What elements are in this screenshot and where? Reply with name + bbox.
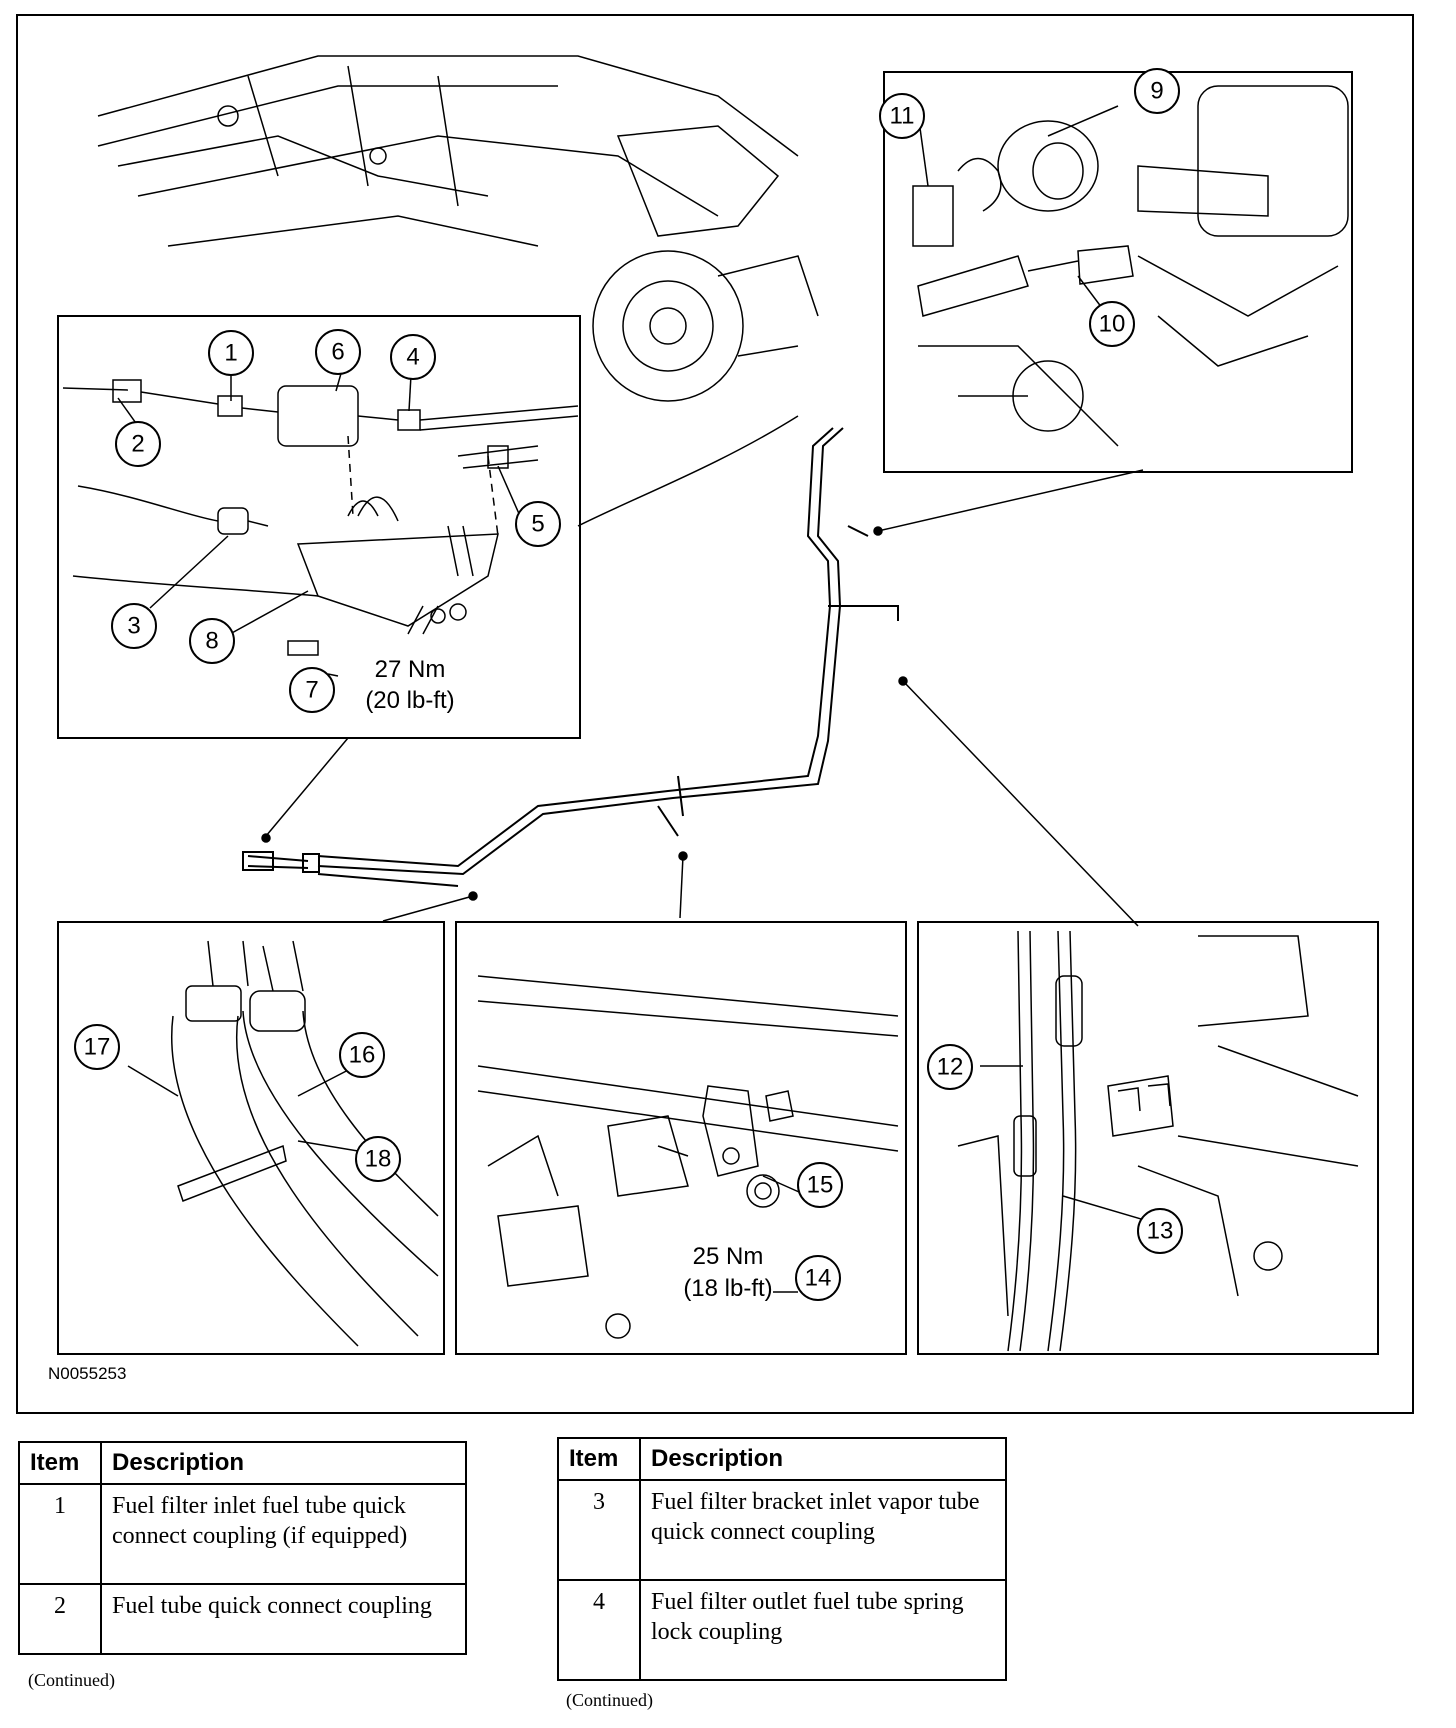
callout-circle-7 [289, 667, 335, 713]
legend-item-number: 3 [557, 1479, 641, 1581]
tube-routing-detail [957, 930, 1359, 1352]
callout-2: 2 [131, 431, 144, 458]
fuel-tube-assembly [242, 427, 899, 887]
legend-row: 3 Fuel filter bracket inlet vapor tube q… [557, 1479, 1007, 1581]
callout-circles [74, 68, 1183, 1301]
legend-item-number: 1 [18, 1483, 102, 1585]
legend-item-description: Fuel filter outlet fuel tube spring lock… [639, 1579, 1007, 1681]
torque-clip-bolt-nm: 25 Nm [693, 1243, 764, 1270]
legend-row: 4 Fuel filter outlet fuel tube spring lo… [557, 1579, 1007, 1681]
continued-note-right: (Continued) [566, 1690, 653, 1710]
torque-filter-bracket-lbft: (20 lb-ft) [365, 687, 454, 714]
callout-circle-14 [795, 1255, 841, 1301]
leader-lines [261, 469, 1144, 927]
torque-clip-bolt-lbft: (18 lb-ft) [683, 1275, 772, 1302]
legend-table-right: Item Description 3 Fuel filter bracket i… [557, 1437, 1007, 1681]
tube-connection-detail [171, 940, 439, 1347]
fuel-filter-detail [62, 379, 579, 656]
fuel-system-diagram: 1 2 3 4 5 6 7 8 9 10 11 12 13 14 15 16 1… [57, 55, 1379, 1355]
callout-circle-18 [355, 1136, 401, 1182]
callout-14: 14 [805, 1265, 832, 1292]
callout-5: 5 [531, 511, 544, 538]
callout-9: 9 [1150, 78, 1163, 105]
callout-circle-3 [111, 603, 157, 649]
callout-3: 3 [127, 613, 140, 640]
detail-box-coupling [883, 71, 1353, 473]
legend-header-description: Description [639, 1437, 1007, 1481]
callout-12: 12 [937, 1054, 964, 1081]
clip-bolt-detail [477, 975, 899, 1339]
callout-15: 15 [807, 1172, 834, 1199]
service-figure: 1 2 3 4 5 6 7 8 9 10 11 12 13 14 15 16 1… [16, 14, 1414, 1414]
callout-circle-8 [189, 618, 235, 664]
callout-6: 6 [331, 339, 344, 366]
callout-16: 16 [349, 1042, 376, 1069]
legend-item-number: 4 [557, 1579, 641, 1681]
legend-row: 1 Fuel filter inlet fuel tube quick conn… [18, 1483, 467, 1585]
detail-box-tube-routing [917, 921, 1379, 1355]
continued-note-left: (Continued) [28, 1670, 115, 1690]
legend-row: 2 Fuel tube quick connect coupling [18, 1583, 467, 1655]
legend-table-left: Item Description 1 Fuel filter inlet fue… [18, 1441, 467, 1655]
legend-header-row: Item Description [18, 1441, 467, 1485]
legend-header-item: Item [557, 1437, 641, 1481]
callout-circle-6 [315, 329, 361, 375]
callout-17: 17 [84, 1034, 111, 1061]
figure-id: N0055253 [48, 1364, 127, 1383]
callout-circle-15 [797, 1162, 843, 1208]
callout-circle-2 [115, 421, 161, 467]
callout-11: 11 [890, 103, 915, 130]
coupling-detail [912, 85, 1349, 447]
callout-18: 18 [365, 1146, 392, 1173]
detail-box-clip-bolt [455, 921, 907, 1355]
callout-circle-17 [74, 1024, 120, 1070]
legend-header-description: Description [100, 1441, 467, 1485]
callout-circle-10 [1089, 301, 1135, 347]
legend-header-row: Item Description [557, 1437, 1007, 1481]
legend-item-number: 2 [18, 1583, 102, 1655]
callout-10: 10 [1099, 311, 1126, 338]
legend-item-description: Fuel tube quick connect coupling [100, 1583, 467, 1655]
callout-13: 13 [1147, 1218, 1174, 1245]
callout-circle-1 [208, 330, 254, 376]
detail-box-fuel-filter [57, 315, 581, 739]
callout-7: 7 [305, 677, 318, 704]
callout-circle-16 [339, 1032, 385, 1078]
callout-1: 1 [224, 340, 237, 367]
legend-header-item: Item [18, 1441, 102, 1485]
callout-8: 8 [205, 628, 218, 655]
legend-item-description: Fuel filter bracket inlet vapor tube qui… [639, 1479, 1007, 1581]
callout-circle-11 [879, 93, 925, 139]
callout-circle-9 [1134, 68, 1180, 114]
callout-circle-5 [515, 501, 561, 547]
fuel-filter-body [277, 385, 359, 447]
callout-circle-13 [1137, 1208, 1183, 1254]
underbody-illustration [97, 55, 819, 527]
callout-circle-4 [390, 334, 436, 380]
callout-circle-12 [927, 1044, 973, 1090]
torque-filter-bracket-nm: 27 Nm [375, 656, 446, 683]
callout-4: 4 [406, 344, 419, 371]
detail-box-tube-connection [57, 921, 445, 1355]
legend-item-description: Fuel filter inlet fuel tube quick connec… [100, 1483, 467, 1585]
